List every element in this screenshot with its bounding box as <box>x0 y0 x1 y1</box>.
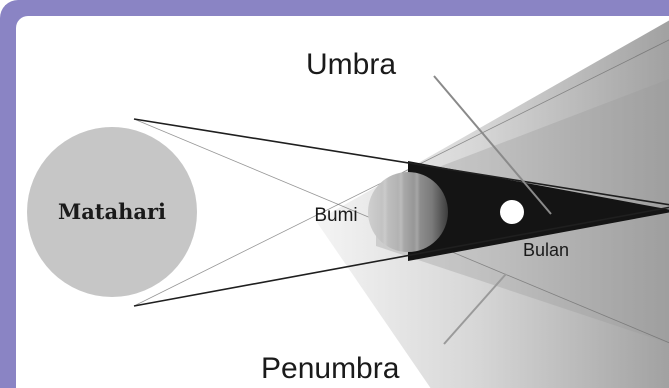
penumbra-label: Penumbra <box>261 352 400 385</box>
moon-label: Bulan <box>523 240 569 260</box>
umbra-label: Umbra <box>306 48 396 81</box>
earth-label: Bumi <box>314 205 357 226</box>
moon-disc <box>500 200 524 224</box>
lunar-eclipse-diagram: Matahari Bumi Bulan Umbra Penumbra <box>16 16 669 388</box>
figure-panel: Matahari Bumi Bulan Umbra Penumbra <box>16 16 669 388</box>
sun-label: Matahari <box>58 199 166 224</box>
